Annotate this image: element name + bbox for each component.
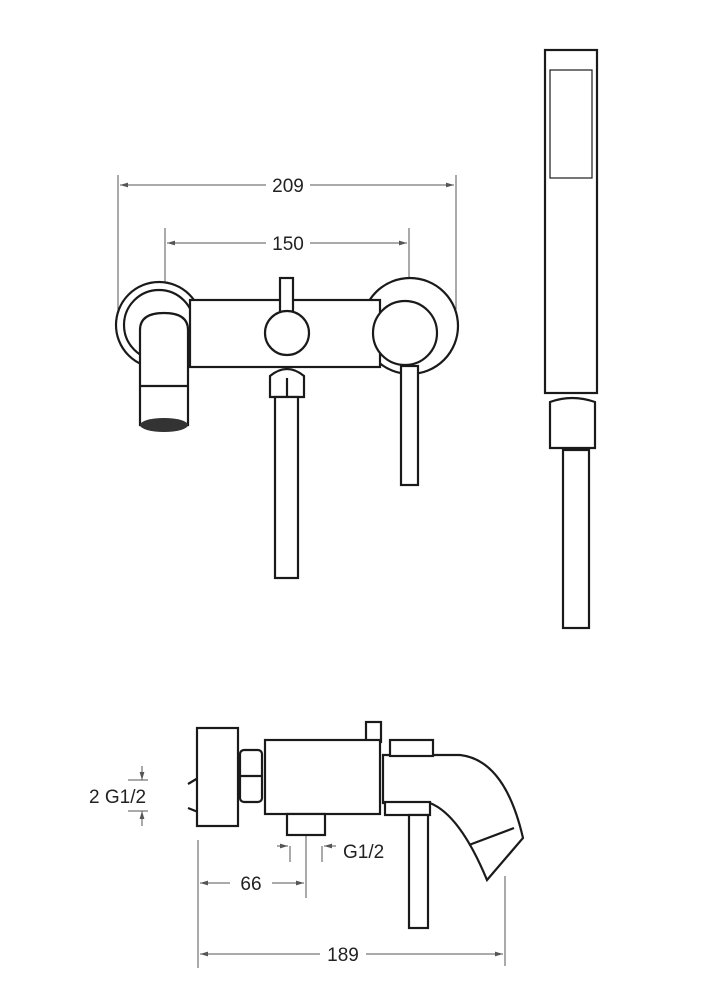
shower-handle	[543, 48, 599, 395]
front-view: 209 150	[114, 175, 460, 580]
side-body	[263, 738, 382, 816]
dimension-label-66: 66	[240, 874, 261, 895]
dimension-label-inlet: 2 G1/2	[89, 787, 146, 808]
side-view: 2 G1/2 G1/2 66 189	[89, 720, 525, 968]
shower-holder	[548, 396, 597, 450]
dimension-66: 66	[197, 836, 307, 968]
side-spout	[381, 753, 525, 883]
hose-front	[273, 395, 300, 580]
dimension-g1-2: G1/2	[277, 842, 384, 863]
hand-shower	[543, 48, 599, 630]
dimension-189: 189	[200, 876, 506, 966]
spout-aerator	[140, 418, 188, 432]
shower-hose	[561, 448, 591, 630]
outlet-fitting	[285, 812, 327, 837]
lever-knob	[371, 299, 439, 367]
spout	[138, 311, 190, 427]
spray-face	[549, 69, 593, 179]
dimension-label-150: 150	[272, 234, 304, 255]
dimension-209: 209	[117, 175, 457, 312]
side-lever	[407, 813, 430, 930]
dimension-2-g1-2: 2 G1/2	[89, 766, 148, 826]
lever-collar	[383, 800, 432, 817]
dimension-label-outlet: G1/2	[343, 842, 384, 863]
dimension-label-189: 189	[327, 945, 359, 966]
lever-handle	[399, 364, 420, 487]
diverter-knob	[263, 309, 311, 357]
dimension-label-209: 209	[272, 176, 304, 197]
side-escutcheon	[195, 726, 240, 828]
spout-collar	[388, 738, 435, 758]
